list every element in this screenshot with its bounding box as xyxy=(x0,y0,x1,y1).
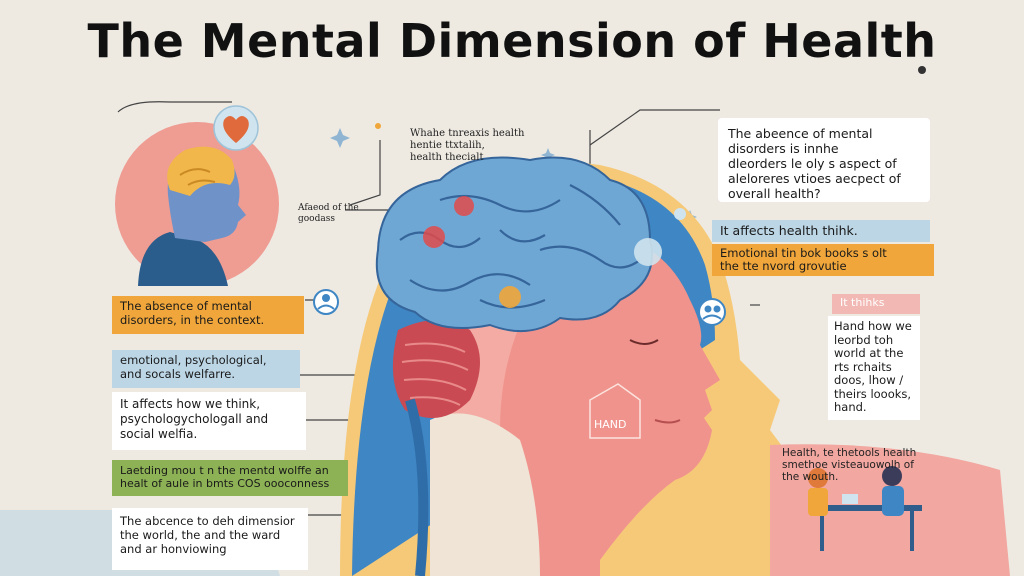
callout-right-orange: Emotional tin bok books s olt the tte nv… xyxy=(712,244,934,276)
callout-left-green: Laetding mou t n the mentd wolffe an hea… xyxy=(112,460,348,496)
brain-caption: Whahe tnreaxis health hentie ttxtalih, h… xyxy=(410,128,525,163)
callout-left-orange: The absence of mental disorders, in the … xyxy=(112,296,304,334)
callout-right-pink-bottom: Health, te thetools health smethoe viste… xyxy=(782,447,917,483)
callout-left-white: It affects how we think, psychologycholo… xyxy=(112,392,306,450)
people-at-table-icon xyxy=(770,444,1010,576)
decorative-shape xyxy=(670,556,770,576)
user-group-icon xyxy=(698,298,726,326)
dot-marker xyxy=(918,66,926,74)
hand-label: HAND xyxy=(594,418,627,431)
callout-right-blue: It affects health thihk. xyxy=(712,220,930,242)
head-illustration xyxy=(340,156,800,576)
callout-right-white: Hand how we leorbd toh world at the rts … xyxy=(828,316,920,420)
page-title: The Mental Dimension of Health xyxy=(87,14,937,68)
user-circle-icon xyxy=(313,289,339,315)
heart-icon xyxy=(213,105,259,151)
callout-right-pink-tag: It thihks xyxy=(832,294,920,314)
dot-marker xyxy=(375,123,381,129)
callout-left-blue: emotional, psychological, and socals wel… xyxy=(112,350,300,388)
brain-icon xyxy=(674,208,686,220)
callout-bottom-left: The abcence to deh dimensior the world, … xyxy=(112,508,308,570)
callout-top-right: The abeence of mental disorders is innhe… xyxy=(718,118,930,202)
portrait-circle xyxy=(115,122,279,286)
portrait-caption: Afaeod of the goodass xyxy=(298,203,359,224)
